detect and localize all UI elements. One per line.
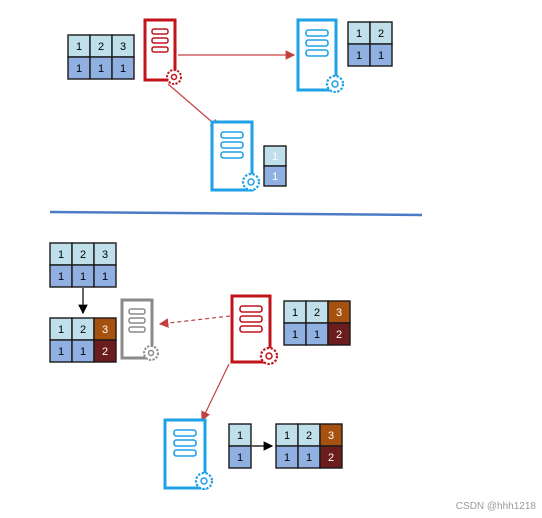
top-source-table: 1 2 3 1 1 1 — [67, 34, 135, 80]
table-cell: 3 — [120, 41, 126, 53]
top-replica-b-table: 1 1 — [263, 145, 287, 187]
table-cell: 1 — [58, 249, 64, 261]
table-cell: 1 — [292, 307, 298, 319]
table-cell: 2 — [98, 41, 104, 53]
failed-replication-arrow — [158, 315, 231, 328]
table-cell: 2 — [80, 324, 86, 336]
table-cell: 2 — [306, 430, 312, 442]
primary-server-icon — [230, 294, 279, 366]
table-cell: 3 — [328, 430, 334, 442]
table-cell: 1 — [284, 430, 290, 442]
table-cell: 1 — [80, 271, 86, 283]
table-cell: 1 — [102, 271, 108, 283]
replication-arrow — [201, 363, 230, 422]
watermark: CSDN @hhh1218 — [455, 501, 536, 512]
table-cell: 2 — [314, 307, 320, 319]
table-cell: 1 — [314, 329, 320, 341]
table-cell: 1 — [378, 50, 384, 62]
table-cell: 3 — [336, 307, 342, 319]
table-cell: 1 — [356, 28, 362, 40]
table-cell: 1 — [58, 271, 64, 283]
table-cell: 1 — [356, 50, 362, 62]
table-cell: 2 — [102, 346, 108, 358]
bottom-primary-table: 1 2 3 1 1 2 — [283, 300, 351, 346]
offline-server-icon — [120, 298, 159, 361]
table-cell: 1 — [237, 452, 243, 464]
table-cell: 2 — [378, 28, 384, 40]
table-cell: 1 — [306, 452, 312, 464]
replica-server-icon — [163, 418, 214, 491]
table-cell: 2 — [80, 249, 86, 261]
table-cell: 2 — [336, 329, 342, 341]
table-cell: 1 — [58, 346, 64, 358]
table-cell: 1 — [58, 324, 64, 336]
table-cell: 1 — [237, 430, 243, 442]
table-cell: 1 — [76, 63, 82, 75]
table-cell: 3 — [102, 249, 108, 261]
table-cell: 1 — [98, 63, 104, 75]
primary-server-icon — [143, 18, 182, 85]
bottom-replica-final-table: 1 2 3 1 1 2 — [275, 423, 343, 469]
replica-server-icon — [296, 18, 345, 94]
table-cell: 1 — [284, 452, 290, 464]
table-cell: 3 — [102, 324, 108, 336]
table-cell: 2 — [328, 452, 334, 464]
top-replica-a-table: 1 2 1 1 — [347, 21, 393, 67]
table-cell: 1 — [120, 63, 126, 75]
bottom-merge-result-table: 1 2 3 1 1 2 — [49, 317, 117, 363]
table-cell: 1 — [80, 346, 86, 358]
section-divider — [49, 210, 423, 217]
table-cell: 1 — [292, 329, 298, 341]
bottom-merge-source-table: 1 2 3 1 1 1 — [49, 242, 117, 288]
table-cell: 1 — [272, 171, 278, 183]
table-cell: 1 — [76, 41, 82, 53]
replica-server-icon — [210, 120, 261, 192]
table-cell: 1 — [272, 151, 278, 163]
bottom-replica-partial-table: 1 1 — [228, 423, 252, 469]
